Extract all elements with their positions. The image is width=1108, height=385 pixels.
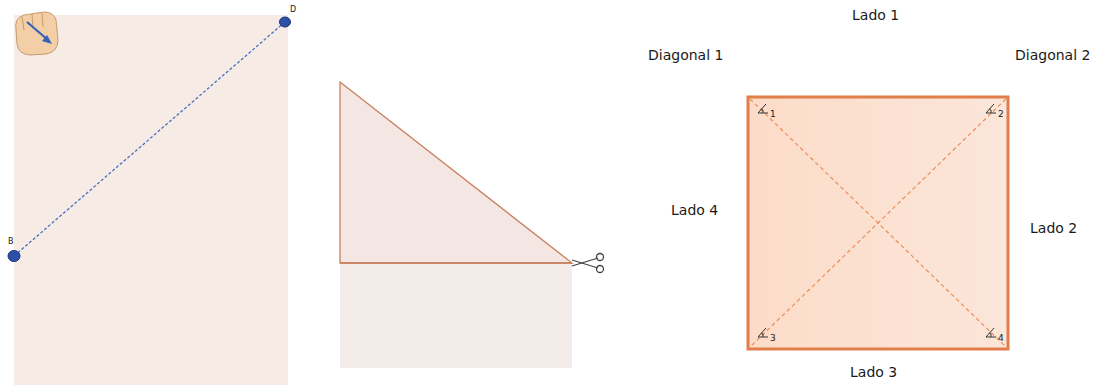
diagonal [750, 99, 1006, 347]
angle-number: 3 [770, 334, 776, 343]
diagonal-label: Diagonal 1 [648, 48, 723, 62]
point-label: D [290, 6, 296, 14]
side-label: Lado 4 [671, 203, 718, 217]
angle-number: 2 [998, 110, 1004, 119]
point [280, 17, 291, 27]
hand-icon [16, 12, 58, 55]
square [748, 97, 1008, 349]
folded-triangle [340, 82, 572, 263]
angle-number: 4 [998, 334, 1004, 343]
scissors-icon [572, 254, 604, 273]
angle-number: 1 [770, 110, 776, 119]
diagonal-label: Diagonal 2 [1015, 48, 1090, 62]
paper-remainder [340, 263, 572, 368]
side-label: Lado 2 [1030, 221, 1077, 235]
side-label: Lado 1 [852, 8, 899, 22]
point [8, 251, 20, 262]
paper-sheet [14, 15, 288, 385]
fold-line [14, 22, 285, 256]
angle-symbol [758, 104, 996, 337]
diagonal [750, 99, 1006, 347]
point-label: B [8, 238, 14, 246]
side-label: Lado 3 [850, 365, 897, 379]
